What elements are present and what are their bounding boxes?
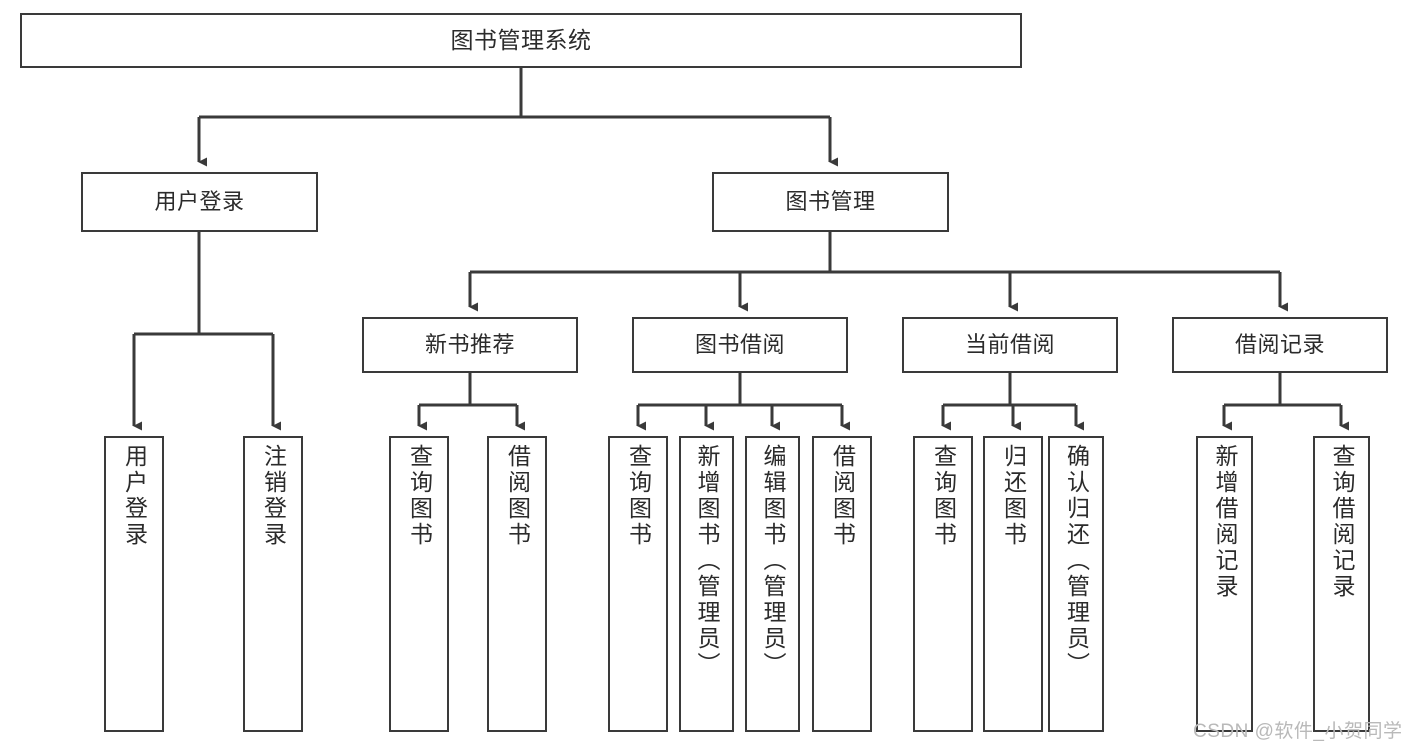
node-leaf-query-borrow-record[interactable]: 查询借阅记录 <box>1313 436 1370 732</box>
node-leaf-edit-book-admin[interactable]: 编辑图书（管理员） <box>745 436 800 732</box>
node-leaf-confirm-return-admin-label: 确认归还（管理员） <box>1063 444 1090 678</box>
node-borrow-record-label: 借阅记录 <box>1234 332 1325 358</box>
node-root[interactable]: 图书管理系统 <box>20 13 1022 68</box>
node-book-manage[interactable]: 图书管理 <box>712 172 949 232</box>
node-leaf-borrow-book-2[interactable]: 借阅图书 <box>812 436 872 732</box>
node-leaf-query-book-1[interactable]: 查询图书 <box>389 436 449 732</box>
node-user-login-label: 用户登录 <box>154 189 245 215</box>
node-leaf-query-borrow-record-label: 查询借阅记录 <box>1329 444 1355 600</box>
node-root-label: 图书管理系统 <box>450 26 592 53</box>
node-leaf-add-book-admin[interactable]: 新增图书（管理员） <box>679 436 734 732</box>
node-leaf-user-logout[interactable]: 注销登录 <box>243 436 303 732</box>
node-leaf-query-book-3-label: 查询图书 <box>930 444 957 548</box>
node-leaf-query-book-2[interactable]: 查询图书 <box>608 436 668 732</box>
node-leaf-edit-book-admin-label: 编辑图书（管理员） <box>760 444 786 678</box>
node-borrow-record[interactable]: 借阅记录 <box>1172 317 1388 373</box>
node-user-login[interactable]: 用户登录 <box>81 172 318 232</box>
node-book-manage-label: 图书管理 <box>785 189 876 215</box>
node-leaf-confirm-return-admin[interactable]: 确认归还（管理员） <box>1048 436 1104 732</box>
node-new-book-recommend[interactable]: 新书推荐 <box>362 317 578 373</box>
csdn-watermark: CSDN @软件_小贺同学 <box>1193 721 1403 742</box>
node-leaf-return-book[interactable]: 归还图书 <box>983 436 1043 732</box>
node-leaf-borrow-book-1-label: 借阅图书 <box>504 444 531 548</box>
node-current-borrow[interactable]: 当前借阅 <box>902 317 1118 373</box>
node-leaf-add-book-admin-label: 新增图书（管理员） <box>694 444 720 678</box>
node-leaf-query-book-1-label: 查询图书 <box>406 444 433 548</box>
node-leaf-borrow-book-1[interactable]: 借阅图书 <box>487 436 547 732</box>
node-leaf-query-book-3[interactable]: 查询图书 <box>913 436 973 732</box>
node-leaf-query-book-2-label: 查询图书 <box>625 444 652 548</box>
node-leaf-add-borrow-record[interactable]: 新增借阅记录 <box>1196 436 1253 732</box>
node-leaf-user-login-label: 用户登录 <box>121 444 148 548</box>
node-leaf-return-book-label: 归还图书 <box>1000 444 1027 548</box>
node-new-book-recommend-label: 新书推荐 <box>424 332 515 358</box>
node-book-borrow[interactable]: 图书借阅 <box>632 317 848 373</box>
node-current-borrow-label: 当前借阅 <box>964 332 1055 358</box>
node-leaf-add-borrow-record-label: 新增借阅记录 <box>1212 444 1238 600</box>
node-leaf-user-logout-label: 注销登录 <box>260 444 287 548</box>
node-book-borrow-label: 图书借阅 <box>694 332 785 358</box>
node-leaf-borrow-book-2-label: 借阅图书 <box>829 444 856 548</box>
node-leaf-user-login[interactable]: 用户登录 <box>104 436 164 732</box>
